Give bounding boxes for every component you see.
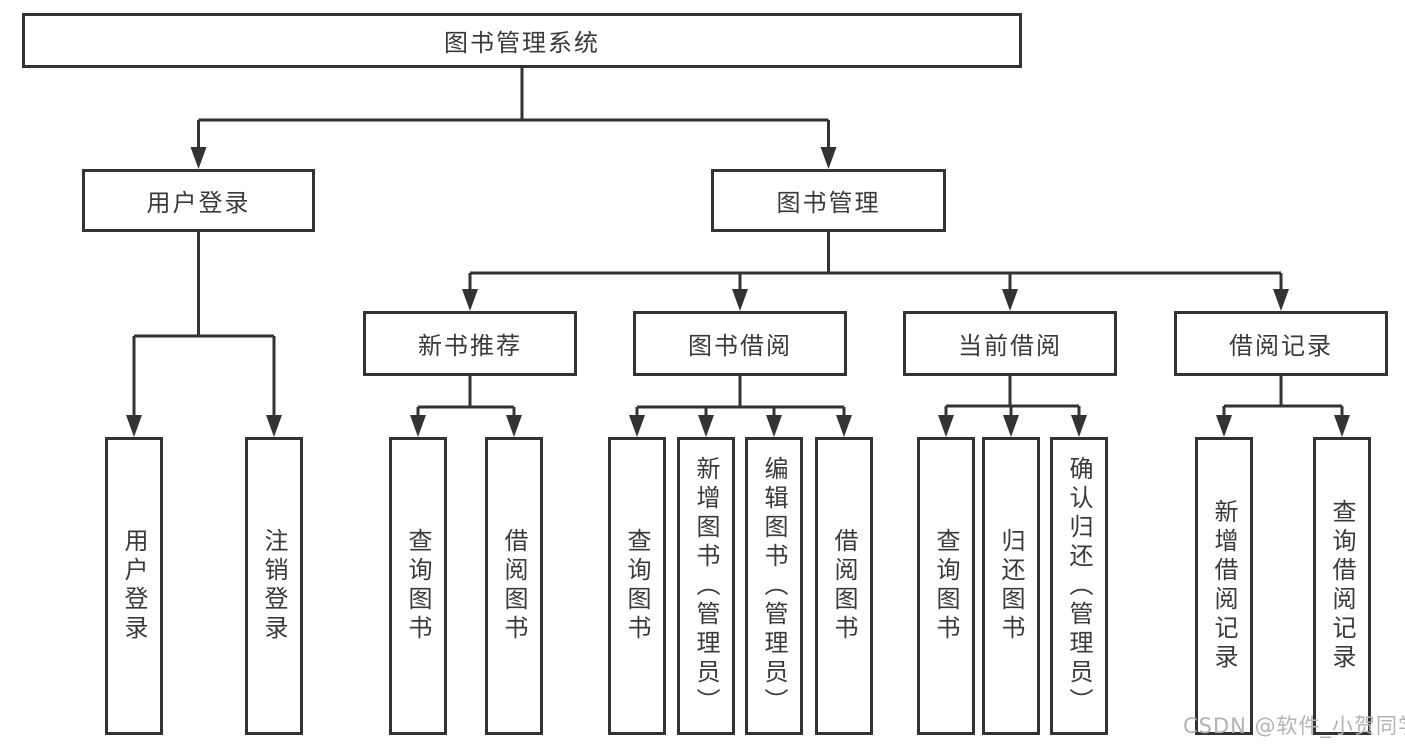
node-label: 借阅图书 (500, 528, 528, 644)
leaf-query-borrow-record: 查询借阅记录 (1313, 437, 1371, 735)
arrow-down-icon (1216, 415, 1232, 437)
arrowheads (126, 147, 1350, 437)
node-label: 图书管理 (776, 189, 881, 217)
arrow-down-icon (836, 415, 852, 437)
arrow-down-icon (732, 289, 748, 311)
leaf-confirm-return-admin: 确认归还（管理员） (1050, 437, 1108, 735)
arrow-down-icon (410, 415, 426, 437)
node-label: 图书借阅 (688, 332, 792, 360)
arrow-down-icon (1003, 415, 1019, 437)
arrow-down-icon (938, 415, 954, 437)
arrow-down-icon (820, 147, 837, 169)
arrow-down-icon (766, 415, 782, 437)
leaf-query-books-current: 查询图书 (917, 437, 975, 735)
leaf-borrow-books-borrowing: 借阅图书 (815, 437, 873, 735)
leaf-user-login: 用户登录 (105, 437, 163, 735)
node-label: 用户登录 (120, 528, 148, 644)
arrow-down-icon (1273, 289, 1289, 311)
arrow-down-icon (266, 415, 282, 437)
node-new-book-recommendation: 新书推荐 (363, 311, 577, 376)
arrow-down-icon (462, 289, 478, 311)
leaf-return-books: 归还图书 (982, 437, 1040, 735)
node-label: 新书推荐 (418, 332, 522, 360)
leaf-borrow-books-recommend: 借阅图书 (485, 437, 543, 735)
node-label: 查询图书 (623, 528, 651, 644)
node-label: 归还图书 (997, 528, 1025, 644)
leaf-edit-books-admin: 编辑图书（管理员） (745, 437, 803, 735)
arrow-down-icon (506, 415, 522, 437)
arrow-down-icon (1071, 415, 1087, 437)
node-label: 新增图书（管理员） (692, 455, 720, 717)
node-library-management-system: 图书管理系统 (22, 13, 1022, 68)
node-label: 借阅记录 (1229, 332, 1333, 360)
node-label: 借阅图书 (830, 528, 858, 644)
arrow-down-icon (1002, 289, 1018, 311)
node-label: 注销登录 (260, 528, 288, 644)
node-label: 编辑图书（管理员） (760, 455, 788, 717)
node-user-login: 用户登录 (82, 169, 315, 232)
node-label: 查询图书 (404, 528, 432, 644)
leaf-add-borrow-record: 新增借阅记录 (1195, 437, 1253, 735)
node-label: 确认归还（管理员） (1065, 455, 1093, 717)
node-label: 查询图书 (932, 528, 960, 644)
leaf-add-books-admin: 新增图书（管理员） (677, 437, 735, 735)
leaf-logout: 注销登录 (245, 437, 303, 735)
node-borrowing-records: 借阅记录 (1174, 311, 1388, 376)
node-book-management: 图书管理 (711, 169, 946, 232)
leaf-query-books-borrowing: 查询图书 (608, 437, 666, 735)
node-book-borrowing: 图书借阅 (633, 311, 847, 376)
node-label: 当前借阅 (958, 332, 1062, 360)
arrow-down-icon (1334, 415, 1350, 437)
arrow-down-icon (629, 415, 645, 437)
node-label: 用户登录 (146, 189, 251, 217)
tree-edges (132, 68, 1344, 418)
node-label: 查询借阅记录 (1328, 499, 1356, 673)
node-current-borrowing: 当前借阅 (903, 311, 1117, 376)
arrow-down-icon (190, 147, 207, 169)
csdn-watermark: CSDN @软件_小贺同学 (1183, 714, 1405, 738)
node-label: 图书管理系统 (444, 29, 600, 57)
leaf-query-books-recommend: 查询图书 (389, 437, 447, 735)
arrow-down-icon (698, 415, 714, 437)
node-label: 新增借阅记录 (1210, 499, 1238, 673)
arrow-down-icon (126, 415, 142, 437)
